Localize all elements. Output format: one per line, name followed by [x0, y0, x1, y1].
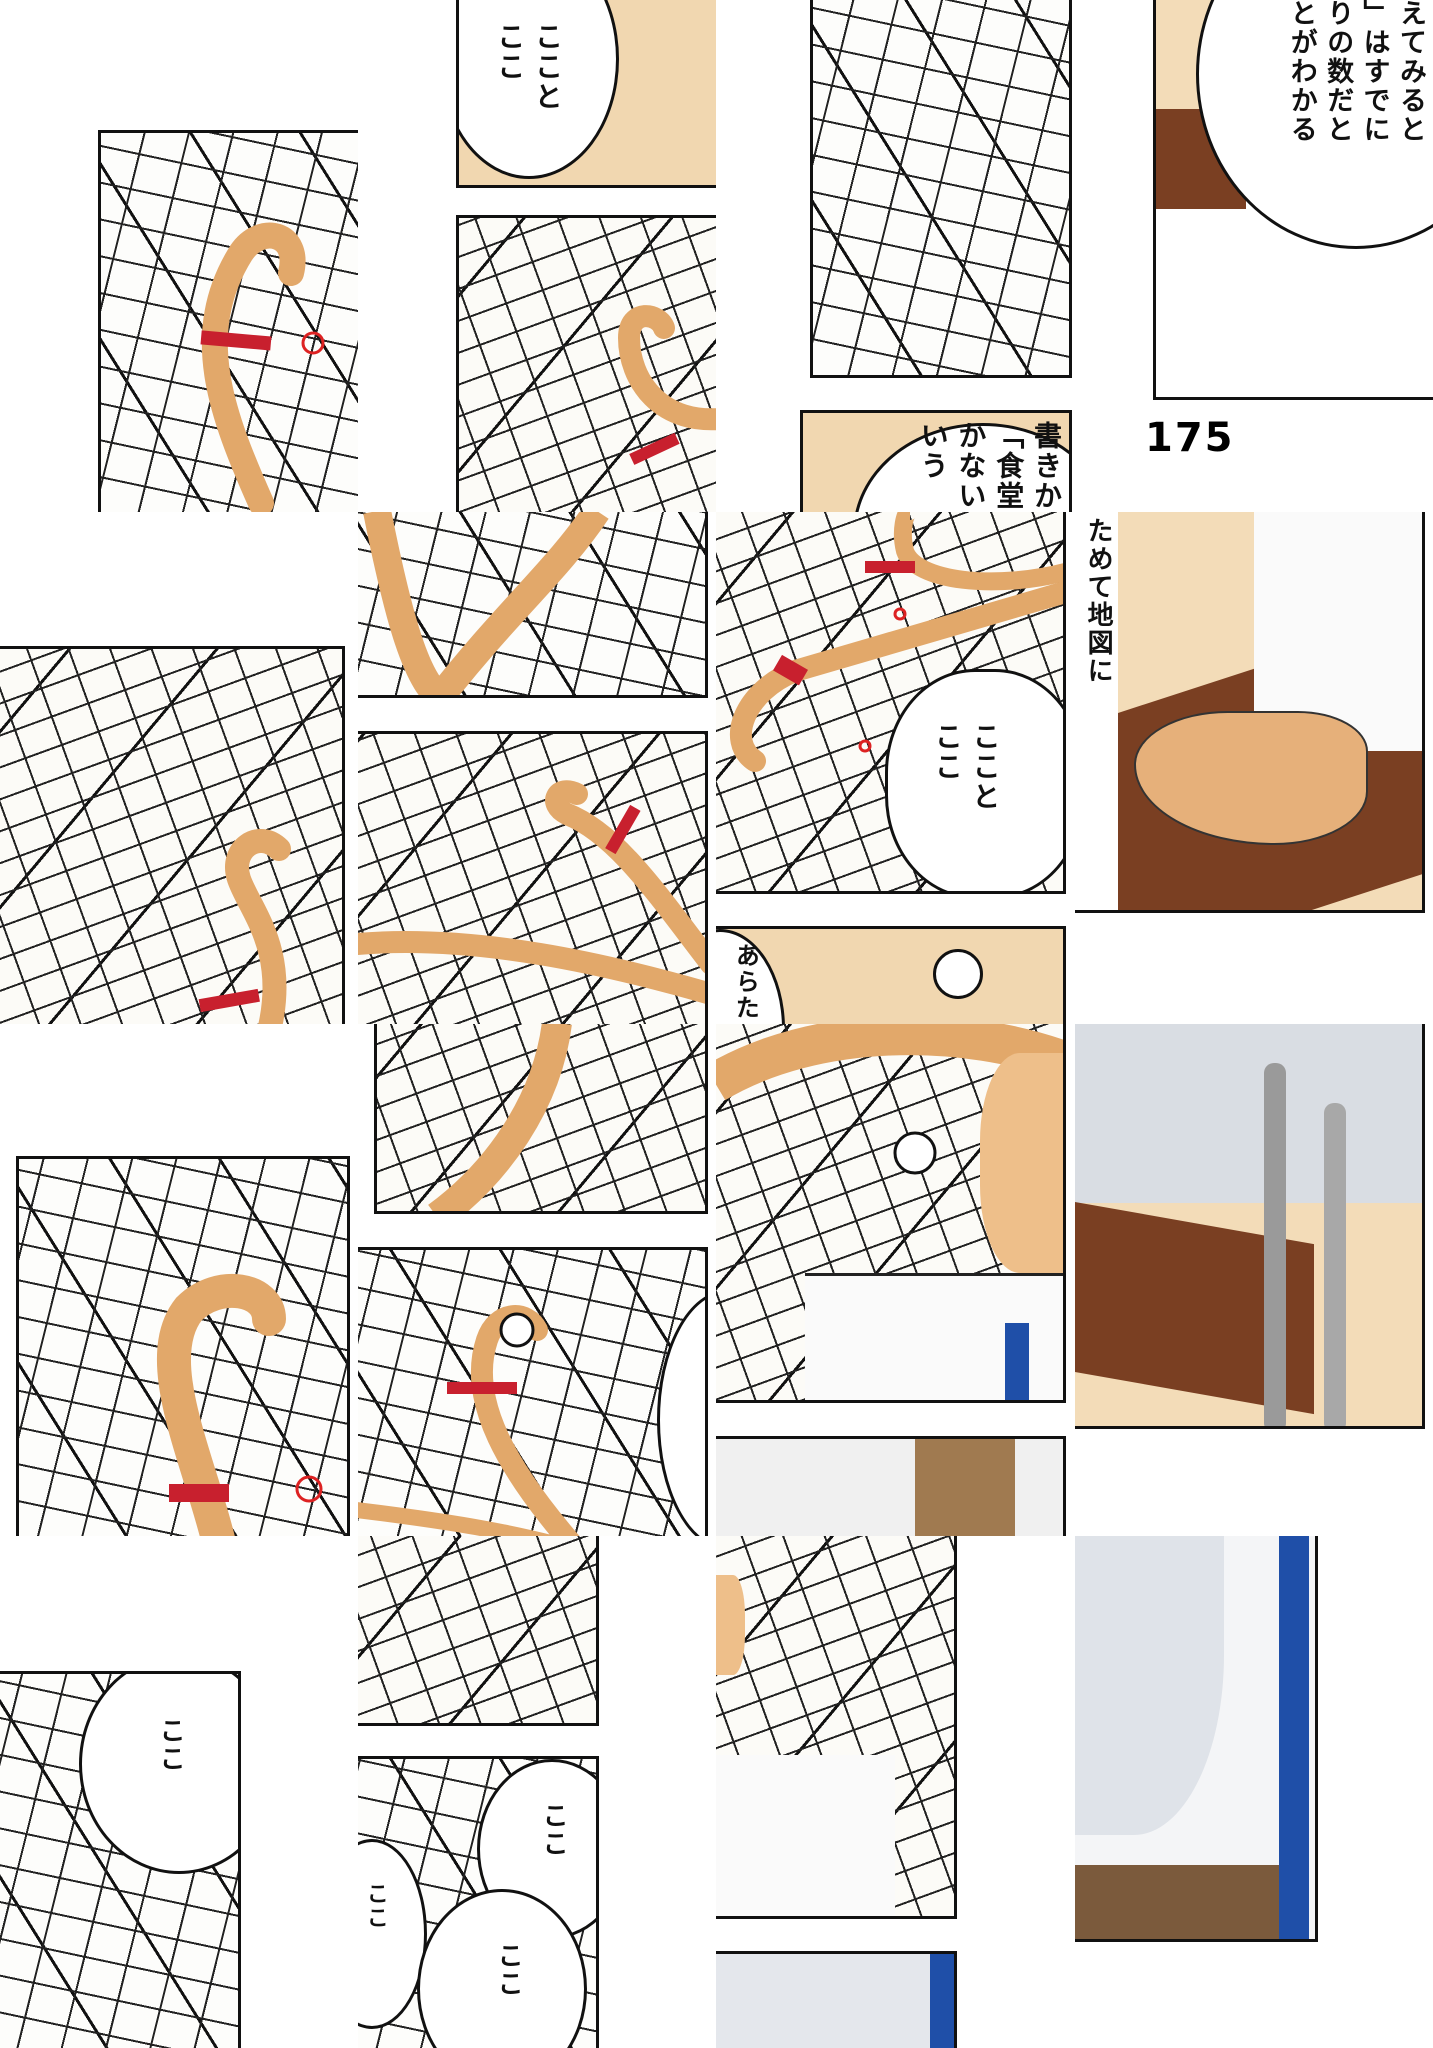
text-strip [1075, 512, 1118, 910]
speech-bubble: こことここ [885, 669, 1063, 891]
tile-map-face [716, 1536, 1074, 2048]
chair-frame [1264, 1063, 1286, 1426]
face-panel: あらた [716, 926, 1066, 1024]
map-panel: ここ ここ ここ [358, 1756, 599, 2048]
speech-text: ここ [155, 1717, 186, 1773]
face-illustration [980, 1053, 1063, 1273]
map-panel [456, 215, 716, 512]
tile-map-tentacle-eye [0, 1024, 358, 1536]
chair-panel [1075, 1024, 1425, 1429]
narration-line: いう [916, 421, 950, 481]
speech-panel: こことここ [456, 0, 716, 188]
narration-panel: 書きか「食堂かないいう [800, 410, 1072, 512]
narration-line: りの数だと [1322, 0, 1354, 144]
tie [930, 1954, 954, 2048]
shirt-panel [716, 1436, 1066, 1536]
narration-line: 「食堂 [992, 421, 1026, 511]
tentacle-illustration [157, 1273, 323, 1536]
speech-bubble: ここ [417, 1889, 587, 2048]
map-panel [358, 1536, 599, 1726]
tile-map-bubbles: ここ ここ ここ [358, 1536, 716, 2048]
map-panel [358, 731, 708, 1024]
tie [1279, 1536, 1309, 1939]
face-panel [716, 1024, 1066, 1403]
tile-chair [1075, 1024, 1433, 1536]
hand-panel: ためて地図に [1075, 512, 1425, 913]
map-panel [716, 1536, 957, 1919]
speech-text: こことここ [928, 722, 1004, 812]
tie [1005, 1323, 1029, 1400]
tentacle-illustration [428, 1024, 572, 1211]
belt-trousers [1075, 1865, 1279, 1939]
shirt-shadow [1075, 1536, 1224, 1835]
page-number: 175 [1145, 415, 1235, 461]
map-panel [374, 1024, 708, 1214]
speech-bubble: ここ [79, 1674, 238, 1874]
map-panel [98, 130, 358, 512]
tile-map-narration: 書きか「食堂かないいう [716, 0, 1074, 512]
narration-line: とがわかる [1285, 0, 1317, 144]
speech-line: ここ [930, 722, 964, 782]
narration-panel: えてみると」はすでにりの数だととがわかる [1153, 0, 1433, 400]
narration-line: 」はすでに [1358, 0, 1390, 144]
tentacle-illustration [363, 512, 609, 695]
shirt [716, 1755, 895, 1916]
map-panel [0, 646, 345, 1024]
tile-face-tie [716, 1024, 1074, 1536]
jacket [1075, 1024, 1422, 1203]
tile-shirt-tie [1075, 1536, 1433, 2048]
chair [915, 1439, 1015, 1536]
tile-map-tentacle-pen [0, 0, 358, 512]
shirt-panel [1075, 1536, 1318, 1942]
tentacle-illustration [716, 1024, 1063, 1175]
speech-text: ここ [362, 1882, 388, 1930]
map-panel [358, 1247, 708, 1536]
tile-map-tentacle [0, 512, 358, 1024]
speech-line: ここと [968, 722, 1002, 812]
map-panel [358, 512, 708, 698]
narration-line: かない [954, 421, 988, 511]
speech-text: こことここ [490, 22, 566, 112]
narration-text: ためて地図に [1083, 517, 1114, 685]
map-panel: こことここ [716, 512, 1066, 894]
map-panel: ここ [0, 1671, 241, 2048]
map-panel [16, 1156, 350, 1536]
map-panel [810, 0, 1072, 378]
narration-text: 書きか「食堂かないいう [914, 421, 1065, 511]
tentacle-illustration [729, 512, 1063, 772]
tile-map-eye [358, 1024, 716, 1536]
narration-line: えてみると [1395, 0, 1426, 144]
narration-line: 書きか [1030, 421, 1063, 511]
tentacle-illustration [617, 305, 716, 465]
tile-narration-papers: えてみると」はすでにりの数だととがわかる 175 [1075, 0, 1433, 512]
shirt-panel [716, 1951, 957, 2048]
chair-frame [1324, 1103, 1346, 1426]
tile-map-pen [358, 512, 716, 1024]
tentacle-illustration [358, 780, 705, 1004]
eye-illustration [933, 949, 983, 999]
tentacle-illustration [198, 829, 291, 1024]
narration-text: あらた [731, 943, 760, 1021]
narration-text: えてみると」はすでにりの数だととがわかる [1282, 0, 1428, 144]
tentacle-illustration [200, 222, 325, 512]
speech-bubble: こことここ [459, 0, 619, 179]
tentacle-illustration [358, 1305, 580, 1536]
tile-hand-desk: ためて地図に [1075, 512, 1433, 1024]
speech-text: ここ [538, 1802, 569, 1858]
speech-line: ここと [531, 22, 564, 112]
speech-text: ここ [493, 1942, 524, 1998]
face-illustration [716, 1575, 745, 1675]
speech-line: ここ [493, 22, 527, 82]
tile-map-bubble-koko: ここ [0, 1536, 358, 2048]
tile-bubble-map: こことここ [358, 0, 716, 512]
tile-map-bubble: こことここ あらた [716, 512, 1074, 1024]
